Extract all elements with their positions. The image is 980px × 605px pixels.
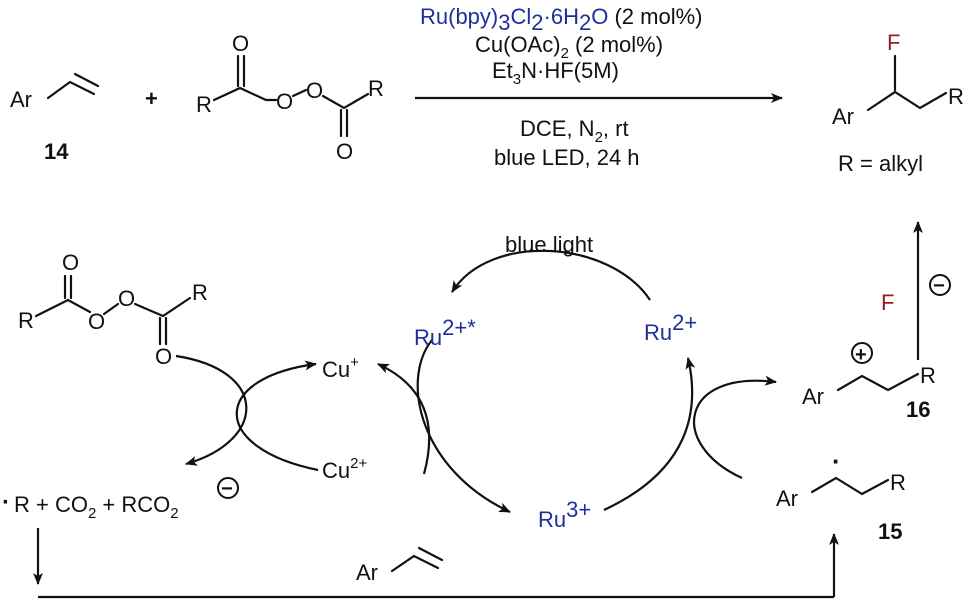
product-f: F bbox=[887, 30, 900, 55]
alkene-bond bbox=[390, 554, 440, 573]
mech-peroxide-o2: O bbox=[88, 309, 105, 334]
arrow-blue-light bbox=[451, 249, 651, 301]
condition-cu: Cu(OAc)2 (2 mol%) bbox=[475, 32, 663, 62]
styrene-double-bond bbox=[73, 72, 100, 88]
ru-excited: Ru2+* bbox=[414, 315, 476, 350]
condition-light: blue LED, 24 h bbox=[494, 145, 640, 170]
mech-co-top bbox=[63, 274, 73, 300]
fluoride-charge-circle bbox=[929, 274, 951, 296]
product-chain bbox=[866, 90, 948, 112]
arrow-ru-star-to-ru3 bbox=[416, 339, 511, 513]
product-r: R bbox=[948, 84, 964, 109]
fluoride-minus: − bbox=[933, 275, 945, 297]
cu-plus: Cu+ bbox=[322, 354, 359, 382]
condition-hf: Et3N·HF(5M) bbox=[492, 58, 619, 88]
product-note: R = alkyl bbox=[838, 151, 923, 176]
mech-oo-bond bbox=[102, 302, 120, 316]
cation-chain bbox=[836, 372, 920, 392]
mech-chain-left bbox=[34, 298, 92, 318]
styrene-ar: Ar bbox=[10, 87, 32, 112]
peroxide-r1: R bbox=[196, 92, 212, 117]
carboxylate-minus: − bbox=[221, 478, 233, 500]
arrow-peroxide-to-radical bbox=[175, 354, 248, 466]
mech-co-bottom bbox=[158, 316, 168, 346]
cu-2plus: Cu2+ bbox=[322, 455, 367, 483]
radical-r: R bbox=[890, 470, 906, 495]
mech-peroxide-o3: O bbox=[118, 286, 135, 311]
peroxide-reagent: R O O O O R bbox=[196, 31, 384, 164]
byproduct-radical-dot: · bbox=[2, 489, 10, 516]
cation-ar: Ar bbox=[802, 384, 824, 409]
ru-2plus: Ru2+ bbox=[644, 310, 697, 345]
condition-ru: Ru(bpy)3Cl2·6H2O (2 mol%) bbox=[420, 4, 702, 35]
alkene-ar: Ar bbox=[356, 560, 378, 585]
peroxide-co-top bbox=[236, 54, 246, 88]
peroxide-o3: O bbox=[306, 78, 323, 103]
radical-ar: Ar bbox=[776, 486, 798, 511]
byproducts: · R + CO2 + RCO2 − bbox=[2, 477, 239, 522]
arrow-cu2-to-cu-plus bbox=[377, 363, 431, 475]
peroxide-o1: O bbox=[232, 31, 249, 56]
peroxide-oo-bond bbox=[291, 88, 308, 98]
peroxide-o2: O bbox=[276, 89, 293, 114]
cation-charge-circle bbox=[851, 342, 873, 364]
carboxylate-charge-circle bbox=[217, 477, 239, 499]
mech-peroxide-r2: R bbox=[192, 280, 208, 305]
product-ar: Ar bbox=[832, 104, 854, 129]
peroxide-mechanism: O R O O O R bbox=[18, 250, 208, 369]
mech-peroxide-o4: O bbox=[155, 344, 172, 369]
compound-label-16: 16 bbox=[906, 397, 930, 422]
peroxide-chain-right bbox=[321, 92, 370, 110]
alkene-double-bond bbox=[417, 546, 444, 562]
compound-label-15: 15 bbox=[878, 519, 902, 544]
radical-dot: · bbox=[832, 446, 841, 476]
mech-peroxide-r1: R bbox=[18, 308, 34, 333]
compound-label-14: 14 bbox=[44, 139, 69, 164]
radical-chain bbox=[810, 476, 890, 496]
reaction-conditions: Ru(bpy)3Cl2·6H2O (2 mol%) Cu(OAc)2 (2 mo… bbox=[415, 4, 783, 170]
fluorinated-product: F Ar R R = alkyl bbox=[832, 30, 964, 176]
arrow-radical-to-cation bbox=[692, 375, 777, 479]
peroxide-chain-left bbox=[212, 86, 278, 102]
peroxide-o4: O bbox=[336, 139, 353, 164]
fluoride-f: F bbox=[881, 290, 894, 315]
arrow-ru3-to-ru2 bbox=[603, 357, 696, 511]
styrene-14: Ar 14 bbox=[10, 72, 100, 164]
mech-peroxide-o-top: O bbox=[62, 250, 79, 275]
cation-r: R bbox=[920, 363, 936, 388]
plus-sign: + bbox=[145, 86, 158, 111]
styrene-bond bbox=[46, 80, 96, 100]
radical-15: Ar · R 15 bbox=[776, 446, 906, 544]
arrow-cu-oxidation bbox=[235, 360, 319, 472]
cation-16: Ar + R 16 bbox=[802, 342, 936, 422]
byproducts-text: R + CO2 + RCO2 bbox=[14, 492, 179, 522]
mech-chain-right bbox=[133, 296, 192, 318]
peroxide-co-bottom bbox=[339, 108, 349, 138]
alkene-bottom: Ar bbox=[356, 546, 444, 585]
condition-solvent: DCE, N2, rt bbox=[520, 116, 629, 146]
peroxide-r2: R bbox=[368, 76, 384, 101]
ru-3plus: Ru3+ bbox=[538, 497, 591, 532]
cation-plus: + bbox=[855, 344, 867, 366]
